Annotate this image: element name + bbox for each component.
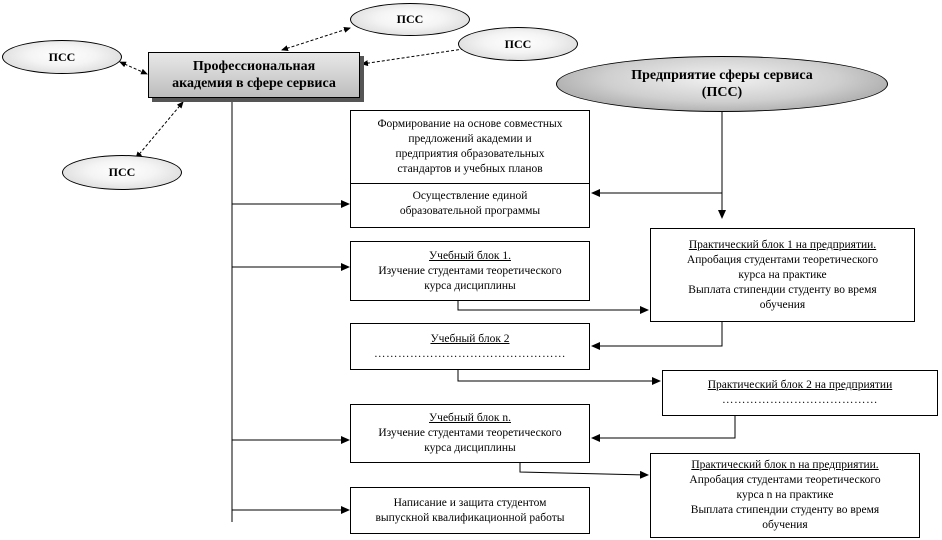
formation-unified-box: Формирование на основе совместных предло… [350, 110, 590, 228]
link-pss-bottom [135, 101, 184, 159]
enterprise-ellipse: Предприятие сферы сервиса (ПСС) [556, 56, 888, 112]
pss-ellipse-top: ПСС [350, 3, 470, 36]
studyN-to-practiceN [519, 462, 649, 479]
practice1-to-study2 [591, 321, 723, 350]
study-block-n: Учебный блок n. Изучение студентами теор… [350, 404, 590, 463]
pss-label: ПСС [396, 12, 424, 26]
pss-ellipse-bottom: ПСС [62, 155, 182, 190]
study1-to-practice1 [457, 300, 649, 314]
unified-block: Осуществление единой образовательной про… [399, 190, 541, 218]
academy-title-line2: академия в сфере сервиса [172, 76, 336, 91]
practice2-to-studyN [591, 415, 736, 442]
study-block-1-title: Учебный блок 1. [429, 249, 511, 262]
formation-divider [351, 183, 589, 184]
practice-block-2-title: Практический блок 2 на предприятии [707, 379, 893, 391]
link-pss-right [361, 45, 471, 67]
enterprise-title-line1: Предприятие сферы сервиса [631, 68, 813, 83]
pss-ellipse-right: ПСС [458, 27, 578, 61]
practice-block-1: Практический блок 1 на предприятии. Апро… [650, 228, 915, 322]
formation-block: Формирование на основе совместных предло… [377, 117, 563, 175]
academy-title-line1: Профессиональная [192, 59, 316, 74]
pss-links [119, 26, 471, 159]
pss-label: ПСС [48, 49, 76, 64]
practice-block-2: Практический блок 2 на предприятии ……………… [662, 370, 938, 416]
link-pss-left [119, 61, 148, 75]
study-block-2: Учебный блок 2 ………………………………………… [350, 323, 590, 370]
study-block-2-title: Учебный блок 2 [430, 332, 510, 345]
academy-box: Профессиональная академия в сфере сервис… [148, 52, 360, 98]
enterprise-title-line2: (ПСС) [701, 85, 743, 100]
thesis-block: Написание и защита студентом выпускной к… [350, 487, 590, 534]
practice-block-n-title: Практический блок n на предприятии. [691, 459, 879, 471]
pss-label: ПСС [108, 165, 136, 179]
practice-block-1-title: Практический блок 1 на предприятии. [688, 238, 877, 251]
study2-to-practice2 [457, 370, 661, 385]
pss-ellipse-left: ПСС [2, 40, 122, 74]
study-block-n-title: Учебный блок n. [429, 412, 511, 424]
study-block-1: Учебный блок 1. Изучение студентами теор… [350, 241, 590, 301]
link-pss-top [281, 26, 351, 52]
pss-label: ПСС [504, 36, 532, 51]
practice-block-n: Практический блок n на предприятии. Апро… [650, 453, 920, 538]
